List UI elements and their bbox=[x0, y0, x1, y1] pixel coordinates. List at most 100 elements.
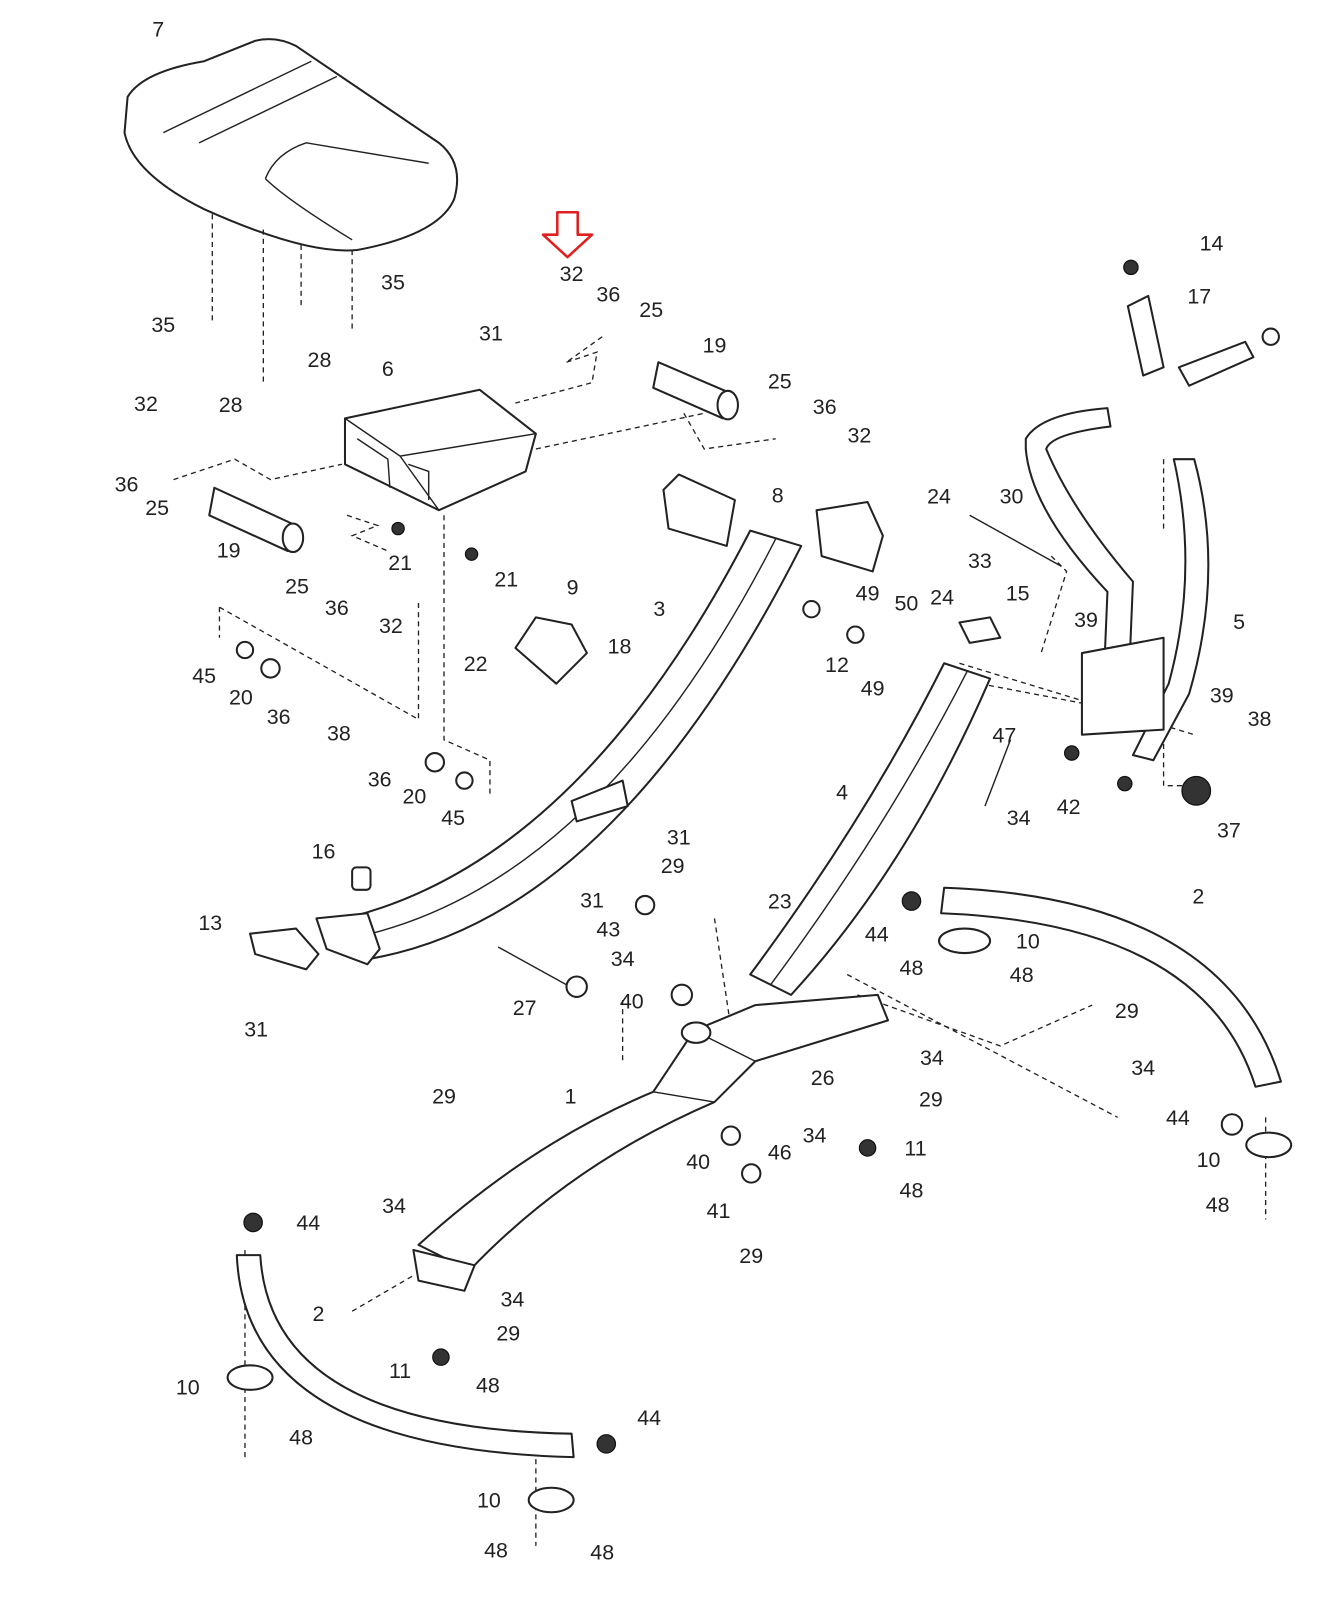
part-label: 44 bbox=[296, 1211, 320, 1235]
console-part bbox=[343, 388, 537, 512]
part-label: 44 bbox=[865, 922, 889, 946]
part-label: 31 bbox=[580, 889, 604, 913]
seat-mount-lines bbox=[211, 214, 353, 383]
part-label: 14 bbox=[1200, 232, 1224, 256]
highlight-arrow-icon bbox=[541, 210, 594, 259]
part-label: 23 bbox=[768, 890, 792, 914]
part-label: 48 bbox=[1206, 1193, 1230, 1217]
part-label: 38 bbox=[1248, 707, 1272, 731]
part-label: 26 bbox=[811, 1066, 835, 1090]
part-label: 49 bbox=[856, 582, 880, 606]
part-label: 33 bbox=[968, 549, 992, 573]
part-label: 21 bbox=[388, 551, 412, 575]
part-label: 32 bbox=[379, 614, 403, 638]
part-label: 48 bbox=[484, 1539, 508, 1563]
part-label: 11 bbox=[904, 1137, 926, 1161]
part-label: 36 bbox=[325, 596, 349, 620]
part-label: 28 bbox=[219, 393, 243, 417]
front-post-part bbox=[749, 662, 992, 996]
part-label: 45 bbox=[441, 806, 465, 830]
foot-pad-part bbox=[226, 891, 1293, 1514]
part-label: 32 bbox=[848, 423, 872, 447]
part-label: 22 bbox=[464, 652, 488, 676]
part-label: 40 bbox=[686, 1150, 710, 1174]
part-label: 28 bbox=[308, 348, 332, 372]
part-label: 36 bbox=[813, 395, 837, 419]
part-label: 35 bbox=[151, 313, 175, 337]
part-label: 16 bbox=[312, 840, 336, 864]
part-label: 50 bbox=[894, 592, 918, 616]
part-label: 25 bbox=[285, 574, 309, 598]
part-label: 29 bbox=[661, 854, 685, 878]
part-label: 48 bbox=[590, 1541, 614, 1565]
part-label: 29 bbox=[739, 1244, 763, 1268]
part-label: 48 bbox=[476, 1373, 500, 1397]
part-label: 10 bbox=[477, 1489, 501, 1513]
part-label: 19 bbox=[217, 539, 241, 563]
handlebar-part bbox=[1024, 294, 1255, 806]
part-label: 37 bbox=[1217, 818, 1241, 842]
part-label: 6 bbox=[382, 357, 394, 381]
part-label: 49 bbox=[861, 676, 885, 700]
part-label: 18 bbox=[608, 635, 632, 659]
part-label: 36 bbox=[596, 283, 620, 307]
part-label: 15 bbox=[1006, 582, 1030, 606]
part-label: 42 bbox=[1057, 795, 1081, 819]
hardware-parts bbox=[235, 259, 1280, 1184]
part-label: 44 bbox=[637, 1406, 661, 1430]
part-label: 30 bbox=[1000, 485, 1024, 509]
part-label: 13 bbox=[198, 911, 222, 935]
part-label: 44 bbox=[1166, 1106, 1190, 1130]
part-label: 29 bbox=[919, 1088, 943, 1112]
part-label: 31 bbox=[244, 1017, 268, 1041]
part-label: 36 bbox=[115, 472, 139, 496]
part-label: 34 bbox=[382, 1194, 406, 1218]
part-label: 48 bbox=[900, 956, 924, 980]
part-label: 4 bbox=[836, 781, 848, 805]
part-label: 48 bbox=[289, 1425, 313, 1449]
part-label: 46 bbox=[768, 1141, 792, 1165]
part-label: 36 bbox=[368, 767, 392, 791]
part-label: 11 bbox=[389, 1359, 411, 1383]
base-frame-part bbox=[412, 993, 890, 1292]
part-label: 47 bbox=[992, 723, 1016, 747]
part-label: 32 bbox=[560, 262, 584, 286]
part-label: 25 bbox=[639, 298, 663, 322]
part-label: 38 bbox=[327, 721, 351, 745]
seat-part bbox=[123, 38, 459, 252]
part-label: 10 bbox=[1197, 1148, 1221, 1172]
part-label: 24 bbox=[930, 586, 954, 610]
part-label: 27 bbox=[513, 996, 537, 1020]
part-label: 41 bbox=[707, 1199, 731, 1223]
part-label: 39 bbox=[1210, 684, 1234, 708]
assembly-lines bbox=[173, 336, 1267, 1546]
part-label: 29 bbox=[432, 1085, 456, 1109]
part-label: 34 bbox=[803, 1123, 827, 1147]
part-label: 36 bbox=[267, 705, 291, 729]
part-label: 29 bbox=[1115, 999, 1139, 1023]
part-label: 20 bbox=[402, 785, 426, 809]
part-label: 32 bbox=[134, 392, 158, 416]
part-label: 48 bbox=[900, 1178, 924, 1202]
part-label: 8 bbox=[772, 484, 784, 508]
upright-tube-part bbox=[315, 529, 803, 966]
part-label: 31 bbox=[479, 321, 503, 345]
part-label: 31 bbox=[667, 825, 691, 849]
part-label: 12 bbox=[825, 653, 849, 677]
part-label: 34 bbox=[1131, 1056, 1155, 1080]
part-label: 39 bbox=[1074, 608, 1098, 632]
part-label: 35 bbox=[381, 270, 405, 294]
part-label: 34 bbox=[500, 1288, 524, 1312]
part-label: 20 bbox=[229, 686, 253, 710]
part-label: 19 bbox=[703, 334, 727, 358]
part-label: 34 bbox=[920, 1046, 944, 1070]
stabilizer-leg-part bbox=[235, 886, 1282, 1459]
part-labels: 7353528283236251931625363214173236251921… bbox=[115, 17, 1272, 1564]
part-label: 24 bbox=[927, 485, 951, 509]
part-label: 40 bbox=[620, 990, 644, 1014]
part-label: 21 bbox=[494, 567, 518, 591]
part-label: 2 bbox=[312, 1302, 324, 1326]
part-label: 10 bbox=[176, 1375, 200, 1399]
part-label: 43 bbox=[596, 917, 620, 941]
